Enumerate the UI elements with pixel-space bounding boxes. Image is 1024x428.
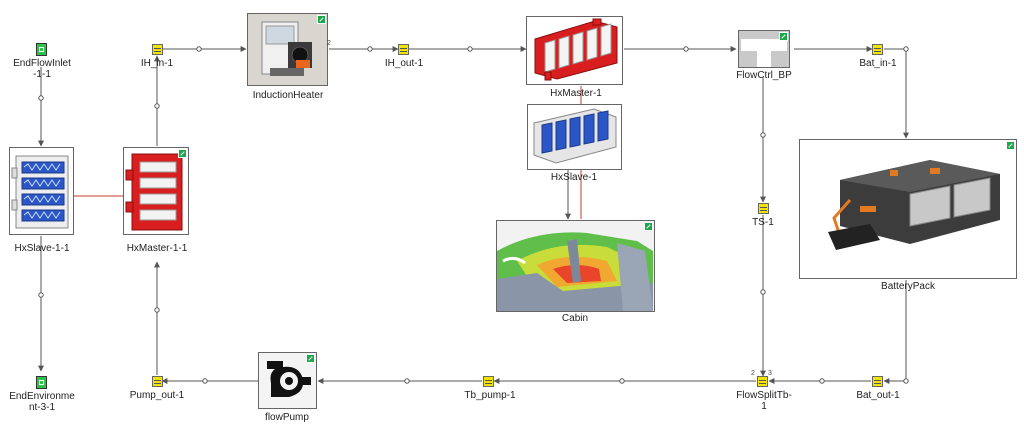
flow-split-icon[interactable] xyxy=(757,376,768,387)
expand-icon[interactable] xyxy=(178,149,187,158)
flow-ctrl-bp-block[interactable] xyxy=(738,30,790,68)
hx-master-icon xyxy=(534,18,618,81)
ts-sensor-icon[interactable] xyxy=(758,203,769,214)
heater-port-number: 2 xyxy=(327,40,331,47)
hx-slave-1-1-block[interactable] xyxy=(9,147,74,235)
hx-master-1-1-block[interactable] xyxy=(123,147,189,235)
hx-slave-1-label: HxSlave-1 xyxy=(550,172,598,183)
battery-pack-icon xyxy=(828,160,1000,250)
cabin-icon xyxy=(497,221,654,311)
expand-icon[interactable] xyxy=(317,15,326,24)
top-connections xyxy=(38,46,909,384)
hx-master-icon xyxy=(125,153,183,231)
end-environment-label: EndEnvironme nt-3-1 xyxy=(9,391,75,413)
flow-pump-label: flowPump xyxy=(265,412,309,423)
cabin-block[interactable] xyxy=(496,220,655,312)
hx-slave-icon xyxy=(11,155,69,229)
flow-control-icon xyxy=(739,31,789,67)
expand-icon[interactable] xyxy=(1006,141,1015,150)
expand-icon[interactable] xyxy=(644,222,653,231)
tb-pump-sensor-icon[interactable] xyxy=(483,376,494,387)
expand-icon[interactable] xyxy=(779,32,788,41)
ih-out-sensor-icon[interactable] xyxy=(398,44,409,55)
hx-master-1-block[interactable] xyxy=(526,16,623,85)
battery-pack-label: BatteryPack xyxy=(881,281,935,292)
end-flow-inlet-icon[interactable] xyxy=(36,43,47,56)
split-port-3: 3 xyxy=(768,370,772,377)
induction-heater-label: InductionHeater xyxy=(252,90,324,101)
end-environment-icon[interactable] xyxy=(36,376,47,389)
battery-pack-block[interactable] xyxy=(799,139,1017,279)
ih-in-sensor-icon[interactable] xyxy=(152,44,163,55)
bat-in-label: Bat_in-1 xyxy=(859,58,897,69)
induction-heater-icon xyxy=(248,14,327,85)
tb-pump-label: Tb_pump-1 xyxy=(464,390,516,401)
thermal-links xyxy=(72,86,582,219)
end-flow-inlet-label: EndFlowInlet -1-1 xyxy=(13,58,71,80)
port-circles xyxy=(38,46,909,384)
hx-slave-1-block[interactable] xyxy=(527,104,622,170)
expand-icon[interactable] xyxy=(306,354,315,363)
cabin-label: Cabin xyxy=(561,313,589,324)
pump-out-label: Pump_out-1 xyxy=(129,390,185,401)
flow-ctrl-bp-label: FlowCtrl_BP xyxy=(736,70,792,81)
bat-out-sensor-icon[interactable] xyxy=(872,376,883,387)
hx-master-1-label: HxMaster-1 xyxy=(550,88,602,99)
ih-out-label: IH_out-1 xyxy=(384,58,424,69)
ih-in-label: IH_in-1 xyxy=(140,58,174,69)
pump-out-sensor-icon[interactable] xyxy=(152,376,163,387)
bat-out-label: Bat_out-1 xyxy=(856,390,900,401)
split-port-2: 2 xyxy=(751,370,755,377)
hx-slave-icon xyxy=(533,108,617,164)
bat-in-sensor-icon[interactable] xyxy=(872,44,883,55)
hx-slave-1-1-label: HxSlave-1-1 xyxy=(14,243,70,254)
induction-heater-block[interactable] xyxy=(247,13,328,86)
flow-pump-block[interactable] xyxy=(258,352,317,409)
hx-master-1-1-label: HxMaster-1-1 xyxy=(126,243,188,254)
flow-split-label: FlowSplitTb- 1 xyxy=(736,390,792,412)
ts-label: TS-1 xyxy=(752,217,774,228)
